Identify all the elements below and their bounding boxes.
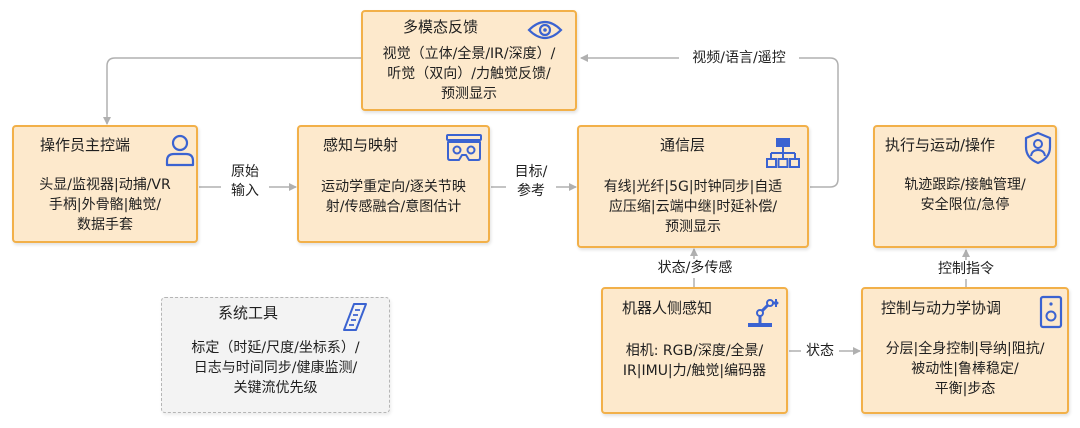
node-perception-mapping: 感知与映射 运动学重定向/逐关节映 射/传感融合/意图估计 (297, 125, 490, 243)
arrow-comm-to-feedback (580, 54, 839, 188)
edge-label-raw-input: 原始 输入 (221, 163, 269, 201)
node-body: 运动学重定向/逐关节映 射/传感融合/意图估计 (321, 179, 466, 215)
node-execution-motion: 执行与运动/操作 轨迹跟踪/接触管理/ 安全限位/急停 (873, 125, 1057, 248)
ruler-icon (343, 303, 367, 331)
node-title: 机器人侧感知 (622, 299, 713, 317)
node-title: 感知与映射 (323, 136, 399, 154)
shield-user-icon (1024, 131, 1052, 165)
vr-headset-icon (446, 134, 482, 161)
node-body: 有线|光纤|5G|时钟同步|自适 应压缩|云端中继|时延补偿/ 预测显示 (603, 179, 783, 235)
edge-label-control-cmd: 控制指令 (928, 260, 1004, 279)
node-title: 控制与动力学协调 (881, 299, 1002, 317)
node-multimodal-feedback: 多模态反馈 视觉（立体/全景/IR/深度）/ 听觉（双向）/力触觉反馈/ 预测显… (361, 10, 577, 111)
node-body: 头显/监视器|动捕/VR 手柄|外骨骼|触觉/ 数据手套 (39, 177, 171, 233)
edge-label-video-voice: 视频/语言/遥控 (679, 49, 799, 68)
node-body: 轨迹跟踪/接触管理/ 安全限位/急停 (904, 177, 1026, 213)
node-title: 多模态反馈 (403, 18, 479, 36)
node-title: 通信层 (660, 136, 706, 154)
node-title: 操作员主控端 (40, 136, 131, 154)
node-body: 视觉（立体/全景/IR/深度）/ 听觉（双向）/力触觉反馈/ 预测显示 (382, 46, 556, 102)
edge-label-state: 状态 (801, 342, 839, 361)
node-robot-perception: 机器人侧感知 相机: RGB/深度/全景/ IR|IMU|力/触觉|编码器 (601, 287, 788, 414)
edge-label-state-multi: 状态/多传感 (647, 259, 743, 278)
node-body: 相机: RGB/深度/全景/ IR|IMU|力/触觉|编码器 (622, 343, 767, 379)
node-control-dynamics: 控制与动力学协调 分层|全身控制|导纳|阻抗/ 被动性|鲁棒稳定/ 平衡|步态 (861, 287, 1069, 414)
node-title: 执行与运动/操作 (885, 136, 996, 154)
device-icon (1039, 295, 1063, 329)
node-communication-layer: 通信层 有线|光纤|5G|时钟同步|自适 应压缩|云端中继|时延补偿/ 预测显示 (577, 125, 809, 248)
node-system-tools: 系统工具 标定（时延/尺度/坐标系）/ 日志与时间同步/健康监测/ 关键流优先级 (161, 297, 390, 413)
node-title: 系统工具 (218, 304, 279, 322)
edge-label-target-ref: 目标/ 参考 (506, 163, 556, 201)
node-operator-master: 操作员主控端 头显/监视器|动捕/VR 手柄|外骨骼|触觉/ 数据手套 (12, 125, 198, 243)
node-body: 标定（时延/尺度/坐标系）/ 日志与时间同步/健康监测/ 关键流优先级 (191, 340, 360, 396)
robot-arm-icon (748, 299, 779, 327)
arrow-feedback-to-operator (103, 57, 361, 125)
node-body: 分层|全身控制|导纳|阻抗/ 被动性|鲁棒稳定/ 平衡|步态 (885, 341, 1045, 397)
user-icon (165, 134, 195, 167)
eye-icon (527, 20, 563, 40)
network-icon (766, 138, 800, 168)
